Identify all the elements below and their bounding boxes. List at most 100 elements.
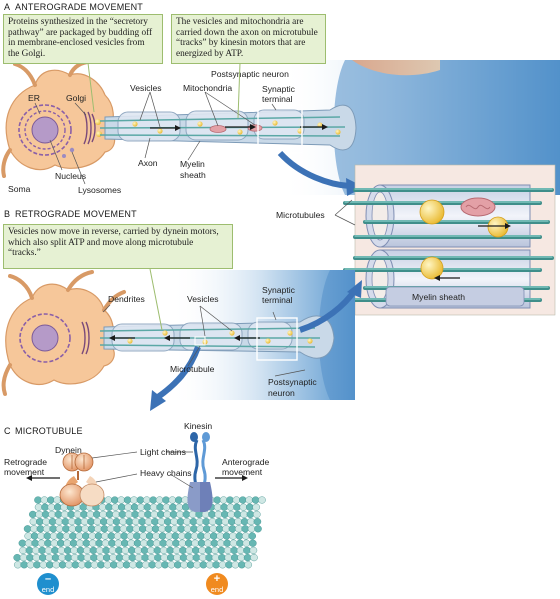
tubulin-subunit xyxy=(120,532,128,540)
tubulin-subunit xyxy=(119,517,127,526)
tubulin-subunit xyxy=(69,539,78,547)
tubulin-subunit xyxy=(111,503,120,511)
tubulin-subunit xyxy=(152,532,160,540)
tubulin-subunit xyxy=(93,510,101,519)
tubulin-subunit xyxy=(218,561,227,569)
tubulin-subunit xyxy=(70,546,78,555)
tubulin-subunit xyxy=(169,510,178,519)
tubulin-subunit xyxy=(213,503,222,511)
tubulin-subunit xyxy=(44,539,52,547)
tubulin-subunit xyxy=(211,553,220,562)
tubulin-subunit xyxy=(30,525,38,533)
tubulin-subunit xyxy=(39,553,47,562)
tubulin-subunit xyxy=(169,503,177,511)
tubulin-subunit xyxy=(141,561,150,569)
label-light-chains: Light chains xyxy=(140,447,186,457)
tubulin-subunit xyxy=(26,561,35,569)
tubulin-subunit xyxy=(48,517,57,526)
tubulin-subunit xyxy=(179,546,187,555)
tubulin-subunit xyxy=(103,561,112,569)
tubulin-subunit xyxy=(160,553,169,562)
tubulin-subunit xyxy=(220,503,228,511)
tubulin-subunit xyxy=(97,561,105,569)
tubulin-subunit xyxy=(107,525,115,533)
tubulin-subunit xyxy=(167,561,176,569)
tubulin-subunit xyxy=(82,539,91,547)
tubulin-subunit xyxy=(159,539,167,547)
tubulin-subunit xyxy=(68,525,77,533)
tubulin-subunit xyxy=(29,517,38,526)
mitochondrion-a xyxy=(209,125,227,133)
tubulin-subunit xyxy=(223,546,232,555)
tubulin-subunit xyxy=(78,561,86,569)
tubulin-subunit xyxy=(94,532,103,540)
tubulin-subunit xyxy=(227,510,235,519)
tubulin-subunit xyxy=(145,532,154,540)
tubulin-subunit xyxy=(157,517,166,526)
tubulin-subunit xyxy=(237,553,245,562)
tubulin-subunit xyxy=(81,525,89,533)
tubulin-subunit xyxy=(108,539,116,547)
label-myelin-1: Myelin xyxy=(180,159,205,169)
tubulin-subunit xyxy=(226,503,235,511)
tubulin-subunit xyxy=(134,546,142,555)
panel-b: B RETROGRADE MOVEMENT xyxy=(1,209,362,411)
tubulin-subunit xyxy=(204,539,212,547)
tubulin-subunit xyxy=(45,553,54,562)
tubulin-subunit xyxy=(173,561,182,569)
tubulin-subunit xyxy=(156,510,165,519)
tubulin-subunit xyxy=(41,510,50,519)
tubulin-subunit xyxy=(202,517,210,526)
tubulin-subunit xyxy=(210,539,219,547)
tubulin-subunit xyxy=(38,546,47,555)
tubulin-subunit xyxy=(166,553,175,562)
tubulin-subunit xyxy=(95,539,103,547)
tubulin-subunit xyxy=(154,553,162,562)
tubulin-subunit xyxy=(61,510,69,519)
tubulin-subunit xyxy=(161,561,169,569)
tubulin-subunit xyxy=(229,532,237,540)
microtubule-zoom-box xyxy=(194,336,206,346)
tubulin-subunit xyxy=(112,517,121,526)
tubulin-subunit xyxy=(246,510,255,519)
tubulin-subunit xyxy=(205,553,213,562)
tubulin-subunit xyxy=(204,546,213,555)
tubulin-subunit xyxy=(248,539,257,547)
tubulin-subunit xyxy=(208,510,216,519)
tubulin-subunit xyxy=(158,532,167,540)
tubulin-subunit xyxy=(96,546,104,555)
tubulin-subunit xyxy=(73,510,82,519)
tubulin-subunit xyxy=(158,525,166,533)
tubulin-subunit xyxy=(56,532,65,540)
tubulin-subunit xyxy=(176,510,184,519)
tubulin-subunit xyxy=(248,532,256,540)
tubulin-subunit xyxy=(180,561,188,569)
tubulin-subunit xyxy=(155,496,164,504)
tubulin-subunit xyxy=(184,539,193,547)
tubulin-subunit xyxy=(190,525,198,533)
tubulin-subunit xyxy=(168,496,177,504)
tubulin-subunit xyxy=(127,546,136,555)
tubulin-subunit xyxy=(209,532,218,540)
tubulin-subunit xyxy=(245,503,254,511)
label-lysosomes: Lysosomes xyxy=(78,185,121,195)
tubulin-subunit xyxy=(115,546,123,555)
section-a-title: ANTEROGRADE MOVEMENT xyxy=(15,2,143,12)
tubulin-subunit xyxy=(220,510,229,519)
tubulin-subunit xyxy=(48,510,56,519)
tubulin-subunit xyxy=(62,525,70,533)
tubulin-subunit xyxy=(25,546,34,555)
tubulin-subunit xyxy=(252,510,261,519)
tubulin-subunit xyxy=(84,561,92,569)
tubulin-subunit xyxy=(197,532,205,540)
tubulin-subunit xyxy=(218,553,226,562)
section-b-title: RETROGRADE MOVEMENT xyxy=(15,209,137,219)
tubulin-subunit xyxy=(231,561,240,569)
tubulin-subunit xyxy=(100,517,108,526)
tubulin-subunit xyxy=(184,532,192,540)
tubulin-subunit xyxy=(199,561,208,569)
tubulin-subunit xyxy=(175,503,184,511)
tubulin-subunit xyxy=(90,561,99,569)
tubulin-subunit xyxy=(190,532,199,540)
tubulin-subunit xyxy=(191,539,199,547)
